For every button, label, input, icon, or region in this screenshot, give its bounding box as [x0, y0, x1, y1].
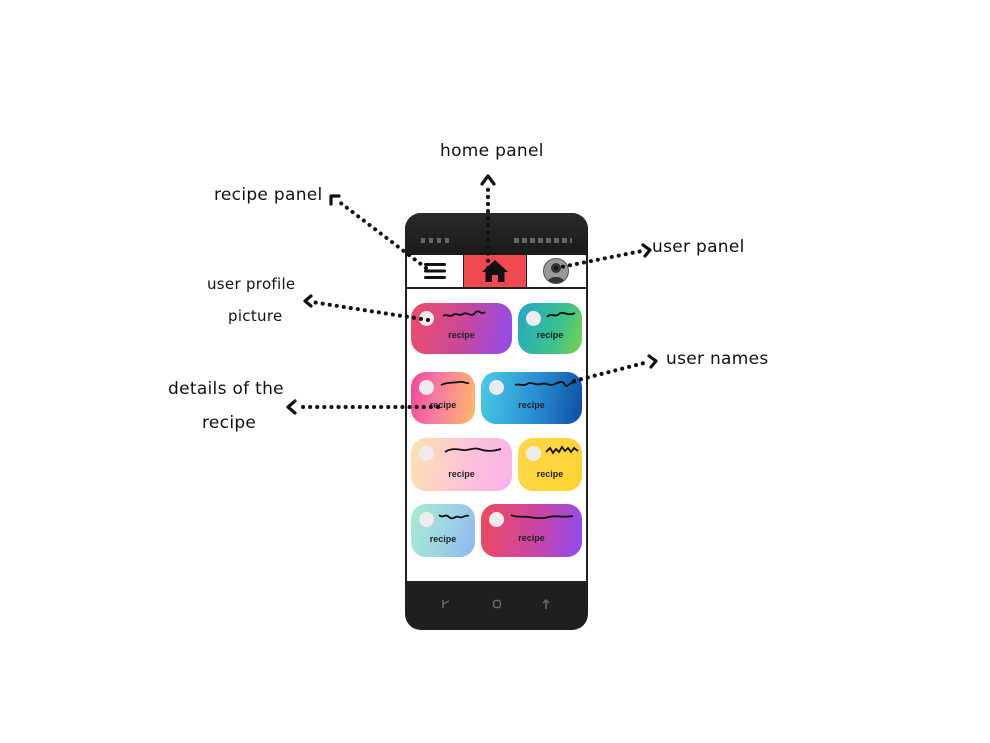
user-profile-picture — [489, 512, 504, 527]
user-profile-picture — [419, 311, 434, 326]
recent-apps-icon[interactable] — [441, 598, 451, 610]
recipe-label: recipe — [448, 469, 475, 479]
user-profile-picture — [419, 446, 434, 461]
user-profile-picture-label-line1: user profile — [207, 275, 296, 293]
home-icon — [482, 260, 508, 282]
recipe-label: recipe — [448, 330, 475, 340]
arrowhead-user-panel — [641, 243, 652, 258]
recipe-label: recipe — [536, 469, 564, 479]
user-profile-picture — [419, 380, 434, 395]
status-icons-right — [514, 238, 572, 243]
user-profile-picture — [526, 446, 541, 461]
arrowhead-home-panel — [480, 174, 496, 186]
recipe-label: recipe — [518, 533, 545, 543]
user-name-scribble — [514, 380, 576, 387]
phone-system-bar — [405, 581, 588, 630]
details-label-line1: details of the — [168, 379, 284, 399]
recipe-panel-label: recipe panel — [214, 185, 323, 205]
top-navigation — [407, 255, 586, 289]
user-name-scribble — [510, 514, 574, 520]
arrowhead-details — [286, 399, 297, 415]
user-profile-picture — [419, 512, 434, 527]
user-panel-button[interactable] — [526, 255, 586, 287]
recipe-label: recipe — [429, 400, 457, 410]
recipe-card[interactable]: recipe — [481, 372, 582, 424]
recipe-panel-button[interactable] — [407, 255, 462, 287]
user-avatar-icon — [547, 263, 565, 283]
recipe-card[interactable]: recipe — [411, 303, 512, 354]
hamburger-menu-icon — [423, 263, 446, 279]
user-name-scribble — [546, 311, 576, 318]
user-name-scribble — [440, 380, 470, 386]
phone-status-bar — [405, 213, 588, 255]
recipe-card[interactable]: recipe — [411, 504, 475, 557]
arrowhead-user-profile-picture — [303, 294, 313, 308]
user-name-scribble — [444, 447, 502, 453]
user-profile-picture — [526, 311, 541, 326]
arrowhead-user-names — [647, 354, 658, 369]
user-profile-picture — [489, 380, 504, 395]
recipe-card[interactable]: recipe — [411, 438, 512, 491]
user-name-scribble — [442, 310, 486, 317]
user-panel-label: user panel — [652, 237, 745, 257]
app-screen: recipe recipe recipe recipe recipe recip… — [407, 255, 586, 581]
recipe-card[interactable]: recipe — [518, 303, 582, 354]
phone-mockup: recipe recipe recipe recipe recipe recip… — [405, 213, 588, 630]
recipe-card[interactable]: recipe — [518, 438, 582, 491]
back-icon[interactable] — [541, 598, 551, 610]
user-name-scribble — [438, 514, 470, 520]
details-label-line2: recipe — [202, 413, 257, 433]
user-avatar — [543, 258, 569, 284]
recipe-label: recipe — [518, 400, 545, 410]
home-button-icon[interactable] — [492, 599, 502, 609]
user-profile-picture-label-line2: picture — [228, 307, 283, 325]
user-name-scribble — [545, 445, 579, 455]
recipe-card[interactable]: recipe — [411, 372, 475, 424]
recipe-card[interactable]: recipe — [481, 504, 582, 557]
recipe-label: recipe — [429, 534, 457, 544]
recipe-label: recipe — [536, 330, 564, 340]
home-panel-button[interactable] — [463, 255, 527, 287]
user-names-label: user names — [666, 349, 769, 369]
home-panel-label: home panel — [440, 141, 544, 161]
status-icons-left — [421, 238, 451, 243]
arrowhead-recipe-panel — [329, 194, 341, 206]
